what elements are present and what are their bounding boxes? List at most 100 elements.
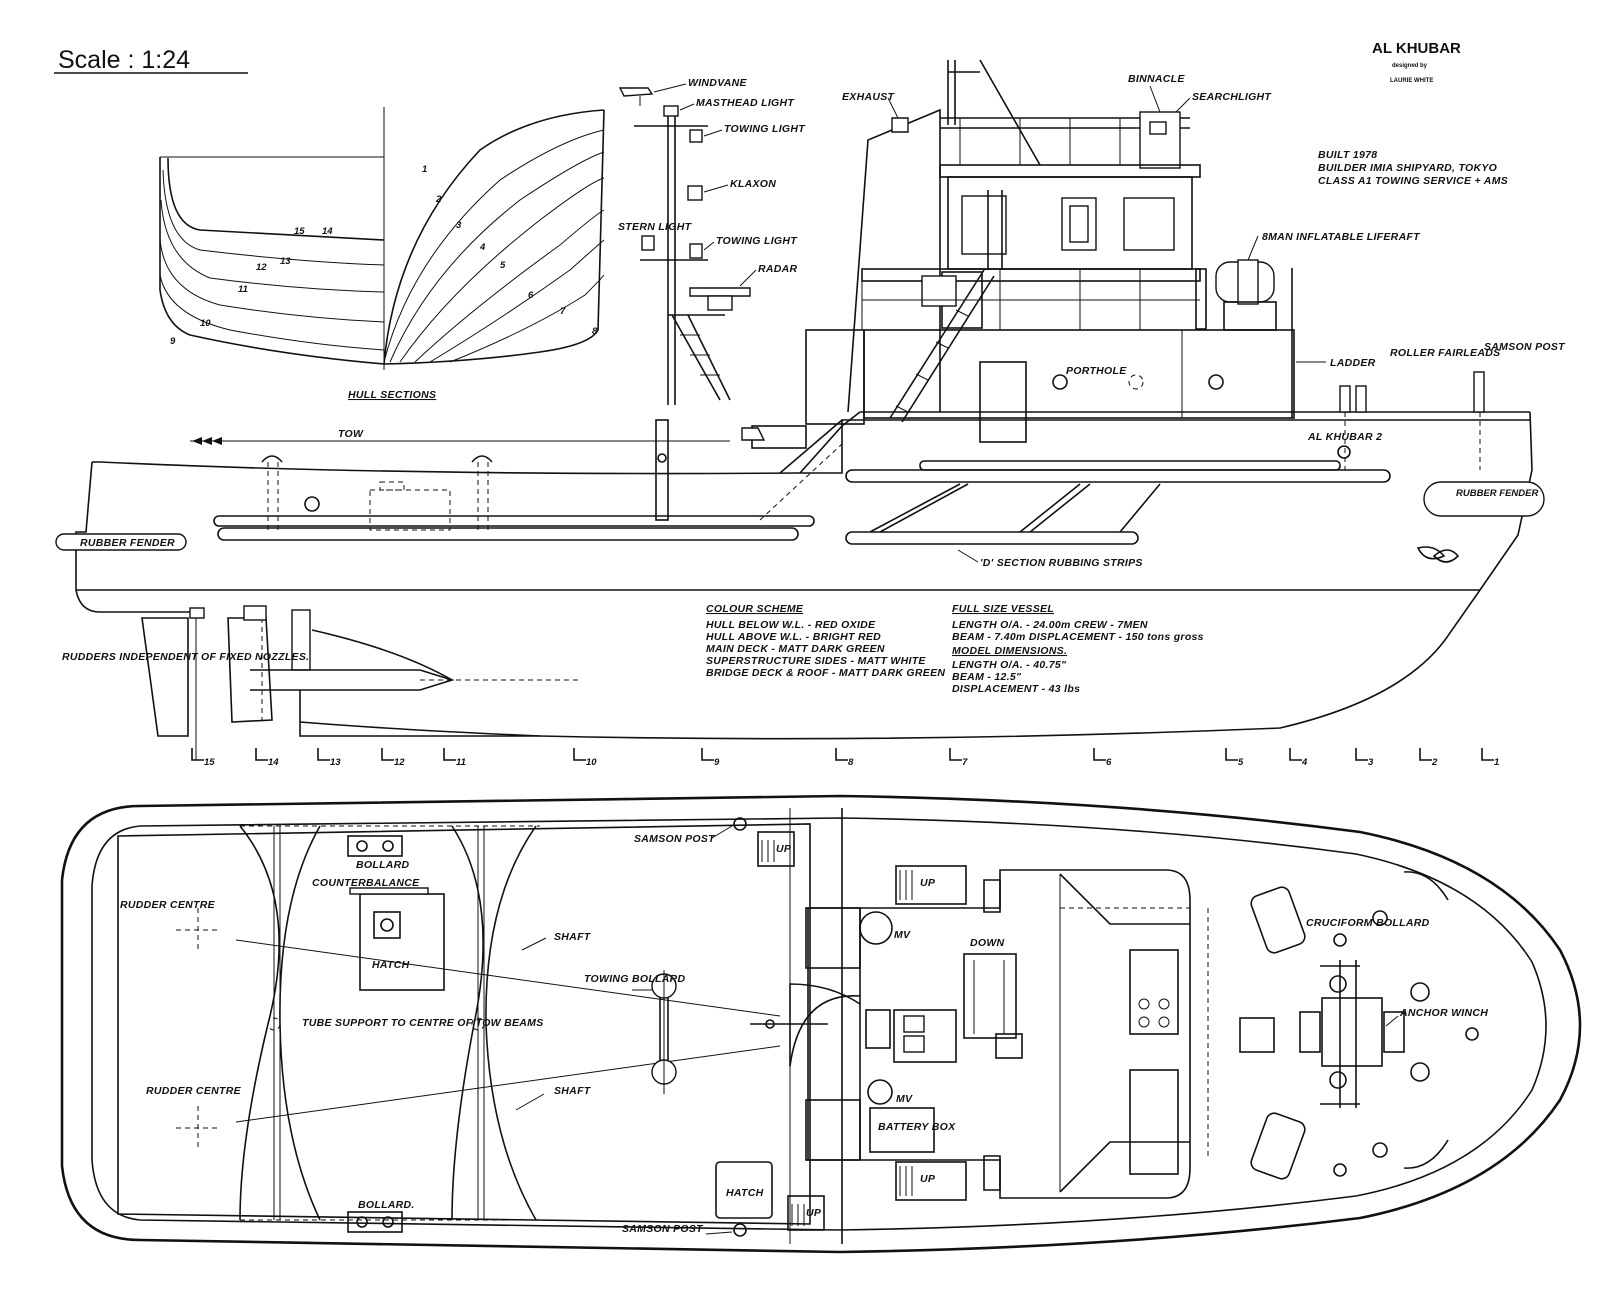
title-name: AL KHUBAR [1372,40,1461,57]
label-up-1: UP [776,843,792,855]
label-rubber-fender-stern: RUBBER FENDER [80,537,175,549]
label-samson-post-bottom: SAMSON POST [622,1223,704,1235]
station-mark-11 [443,748,456,761]
section-number-1: 1 [422,164,427,175]
label-rudders: RUDDERS INDEPENDENT OF FIXED NOZZLES. [62,651,309,663]
station-mark-9 [701,748,714,761]
section-number-13: 13 [280,256,291,267]
model-dimensions-line-3: DISPLACEMENT - 43 lbs [952,683,1080,695]
station-mark-8 [835,748,848,761]
station-label-14: 14 [268,757,279,768]
label-up-3: UP [920,1173,936,1185]
build-info-2: BUILDER IMIA SHIPYARD, TOKYO [1318,162,1497,174]
title-designer: LAURIE WHITE [1390,78,1433,84]
model-dimensions-title: MODEL DIMENSIONS. [952,645,1067,657]
station-mark-13 [317,748,330,761]
label-binnacle: BINNACLE [1128,73,1185,85]
label-up-4: UP [806,1207,822,1219]
colour-scheme-title: COLOUR SCHEME [706,603,804,615]
model-dimensions-line-2: BEAM - 12.5" [952,671,1022,683]
label-searchlight: SEARCHLIGHT [1192,91,1272,103]
mast [618,87,751,405]
station-mark-4 [1289,748,1302,761]
station-label-12: 12 [394,757,405,768]
label-hatch-fwd: HATCH [726,1187,764,1199]
label-shaft-1: SHAFT [554,931,592,943]
label-rubber-fender-bow: RUBBER FENDER [1456,488,1538,499]
label-stern-light: STERN LIGHT [618,221,693,233]
colour-scheme-line-2: HULL ABOVE W.L. - BRIGHT RED [706,631,881,643]
label-hull-name: AL KHUBAR 2 [1307,431,1382,443]
label-masthead-light: MASTHEAD LIGHT [696,97,795,109]
section-number-7: 7 [560,306,566,317]
hull-sections-diagram: 1 2 3 4 5 6 7 8 9 10 11 12 13 14 15 HULL… [159,107,605,401]
station-mark-6 [1093,748,1106,761]
scale-label: Scale : 1:24 [58,46,190,74]
section-number-12: 12 [256,262,267,273]
label-tube-support: TUBE SUPPORT TO CENTRE OF TOW BEAMS [302,1017,544,1029]
superstructure-profile [741,59,1295,449]
station-mark-12 [381,748,394,761]
label-liferaft: 8MAN INFLATABLE LIFERAFT [1262,231,1421,243]
label-mv-1: MV [894,929,911,941]
section-number-8: 8 [592,326,598,337]
label-towing-bollard: TOWING BOLLARD [584,973,686,985]
section-number-11: 11 [238,284,248,295]
station-label-6: 6 [1106,757,1112,768]
full-size-title: FULL SIZE VESSEL [952,603,1054,615]
section-number-2: 2 [435,194,442,205]
section-number-10: 10 [200,318,211,329]
label-shaft-2: SHAFT [554,1085,592,1097]
station-label-10: 10 [586,757,597,768]
station-label-1: 1 [1494,757,1499,768]
label-battery-box: BATTERY BOX [878,1121,956,1133]
colour-scheme-line-1: HULL BELOW W.L. - RED OXIDE [706,619,876,631]
build-info-3: CLASS A1 TOWING SERVICE + AMS [1318,175,1508,187]
section-number-15: 15 [294,226,305,237]
label-bollard-bottom: BOLLARD. [358,1199,415,1211]
station-label-15: 15 [204,757,215,768]
section-number-9: 9 [170,336,176,347]
label-mv-2: MV [896,1093,913,1105]
label-rudder-centre-2: RUDDER CENTRE [146,1085,242,1097]
deck-plan [60,794,1582,1254]
section-number-14: 14 [322,226,333,237]
label-exhaust: EXHAUST [842,91,896,103]
section-number-6: 6 [528,290,534,301]
station-mark-3 [1355,748,1368,761]
label-klaxon: KLAXON [730,178,776,190]
label-hatch-aft: HATCH [372,959,410,971]
label-cruciform-bollard: CRUCIFORM BOLLARD [1306,917,1430,929]
label-down: DOWN [970,937,1005,949]
station-mark-1 [1481,748,1494,761]
hull-sections-title: HULL SECTIONS [348,389,436,401]
label-windvane: WINDVANE [688,77,747,89]
station-label-4: 4 [1301,757,1308,768]
model-dimensions-line-1: LENGTH O/A. - 40.75" [952,659,1067,671]
station-mark-7 [949,748,962,761]
section-number-3: 3 [456,220,462,231]
station-label-2: 2 [1431,757,1438,768]
colour-scheme-line-4: SUPERSTRUCTURE SIDES - MATT WHITE [706,655,926,667]
station-label-13: 13 [330,757,341,768]
label-rudder-centre-1: RUDDER CENTRE [120,899,216,911]
hull-profile [55,371,1545,760]
label-bollard-top: BOLLARD [356,859,410,871]
label-anchor-winch: ANCHOR WINCH [1399,1007,1488,1019]
station-mark-10 [573,748,586,761]
station-label-5: 5 [1238,757,1244,768]
station-mark-2 [1419,748,1432,761]
station-label-3: 3 [1368,757,1374,768]
full-size-line-1: LENGTH O/A. - 24.00m CREW - 7MEN [952,619,1148,631]
label-samson-post-top: SAMSON POST [634,833,716,845]
station-mark-5 [1225,748,1238,761]
label-roller-fairleads: ROLLER FAIRLEADS [1390,347,1500,359]
station-label-9: 9 [714,757,720,768]
station-mark-14 [255,748,268,761]
label-counterbalance: COUNTERBALANCE [312,877,420,889]
label-tow: TOW [338,428,364,440]
build-info-1: BUILT 1978 [1318,149,1377,161]
section-number-5: 5 [500,260,506,271]
station-label-7: 7 [962,757,968,768]
